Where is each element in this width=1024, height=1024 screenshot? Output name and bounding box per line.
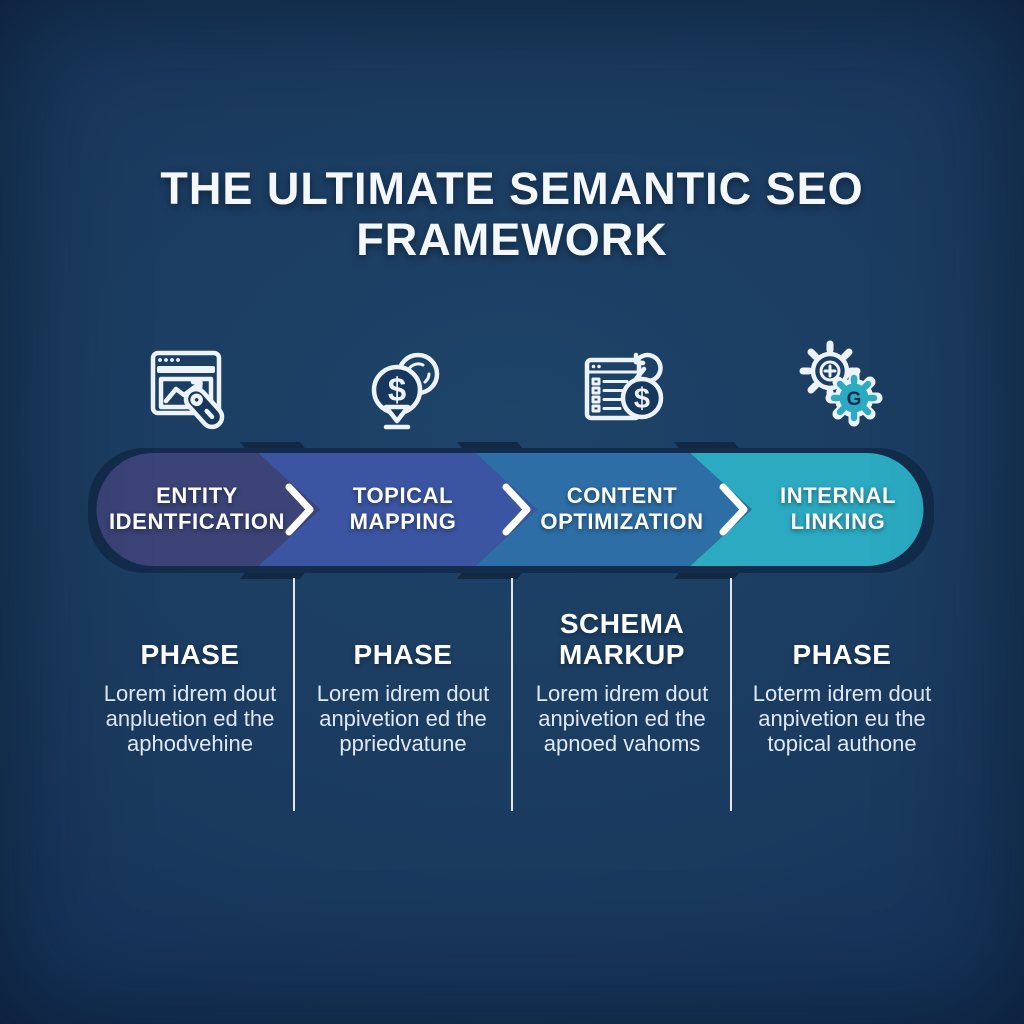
phase-description-line: topical authone — [767, 731, 917, 756]
phase-description-line: anpluetion ed the — [105, 706, 275, 731]
phase-description-line: anpivetion ed the — [319, 706, 487, 731]
column-divider — [511, 578, 513, 811]
chevron-separator-icon — [719, 483, 748, 536]
arrow-label-entity-identification: ENTITY IDENTFICATION — [92, 483, 302, 535]
phase-description: Lorem idrem dout anpivetion ed the pprie… — [296, 681, 510, 756]
arrow-label-line: TOPICAL — [352, 483, 454, 508]
arrow-label-topical-mapping: TOPICAL MAPPING — [298, 483, 508, 535]
phase-description-line: Loterm idrem dout — [752, 681, 932, 706]
arrow-label-line: ENTITY — [156, 483, 238, 508]
arrow-label-line: INTERNAL — [779, 483, 896, 508]
arrow-label-content-optimization: CONTENT OPTIMIZATION — [517, 483, 727, 535]
phase-description-line: aphodvehine — [126, 731, 253, 756]
phase-description-line: apnoed vahoms — [543, 731, 701, 756]
arrow-segment-entity-identification — [96, 453, 320, 566]
phase-column-content-optimization: SCHEMA MARKUP Lorem idrem dout anpivetio… — [515, 604, 729, 756]
arrow-segment-content-optimization — [475, 453, 752, 566]
invoice-dollar-coin-icon: $ — [584, 352, 664, 421]
dollar-pin-coin-icon: $ — [371, 352, 440, 430]
phase-description: Lorem idrem dout anpluetion ed the aphod… — [83, 681, 297, 756]
phase-column-internal-linking: PHASE Loterm idrem dout anpivetion eu th… — [735, 604, 949, 756]
phase-description-line: Lorem idrem dout — [316, 681, 490, 706]
chevron-separator-icon — [502, 483, 531, 536]
phase-column-entity-identification: PHASE Lorem idrem dout anpluetion ed the… — [83, 604, 297, 756]
gear-letter-glyph: G — [847, 389, 862, 410]
page-title-line2: FRAMEWORK — [356, 214, 668, 265]
column-divider — [293, 578, 295, 811]
process-arrow-band — [88, 442, 934, 579]
arrow-label-line: CONTENT — [566, 483, 678, 508]
dollar-glyph: $ — [634, 383, 650, 415]
phase-description-line: anpivetion ed the — [538, 706, 706, 731]
dollar-glyph: $ — [388, 371, 406, 408]
tag-icon — [183, 386, 225, 430]
phase-description-line: anpivetion eu the — [758, 706, 926, 731]
browser-analytics-tag-icon — [150, 350, 225, 430]
arrow-label-line: IDENTFICATION — [108, 509, 286, 534]
phase-heading: PHASE — [792, 639, 892, 670]
arrow-label-internal-linking: INTERNAL LINKING — [733, 483, 943, 535]
column-divider — [730, 578, 732, 811]
phase-column-topical-mapping: PHASE Lorem idrem dout anpivetion ed the… — [296, 604, 510, 756]
page-title-line1: THE ULTIMATE SEMANTIC SEO — [160, 163, 864, 214]
phase-heading: PHASE — [353, 639, 453, 670]
page-title: THE ULTIMATE SEMANTIC SEO FRAMEWORK — [0, 163, 1024, 265]
phase-description-line: Lorem idrem dout — [535, 681, 709, 706]
arrow-label-line: LINKING — [790, 509, 886, 534]
arrow-segment-topical-mapping — [258, 453, 537, 566]
phase-description-line: Lorem idrem dout — [103, 681, 277, 706]
arrow-label-line: MAPPING — [349, 509, 457, 534]
phase-description: Lorem idrem dout anpivetion ed the apnoe… — [515, 681, 729, 756]
arrow-segment-internal-linking — [690, 453, 924, 566]
chevron-separator-icon — [285, 483, 314, 536]
arrow-label-line: OPTIMIZATION — [540, 509, 704, 534]
gears-icon: G — [799, 340, 883, 427]
phase-description-line: ppriedvatune — [339, 731, 467, 756]
phase-heading: PHASE — [140, 639, 240, 670]
phase-heading: SCHEMA MARKUP — [559, 608, 685, 670]
phase-description: Loterm idrem dout anpivetion eu the topi… — [735, 681, 949, 756]
